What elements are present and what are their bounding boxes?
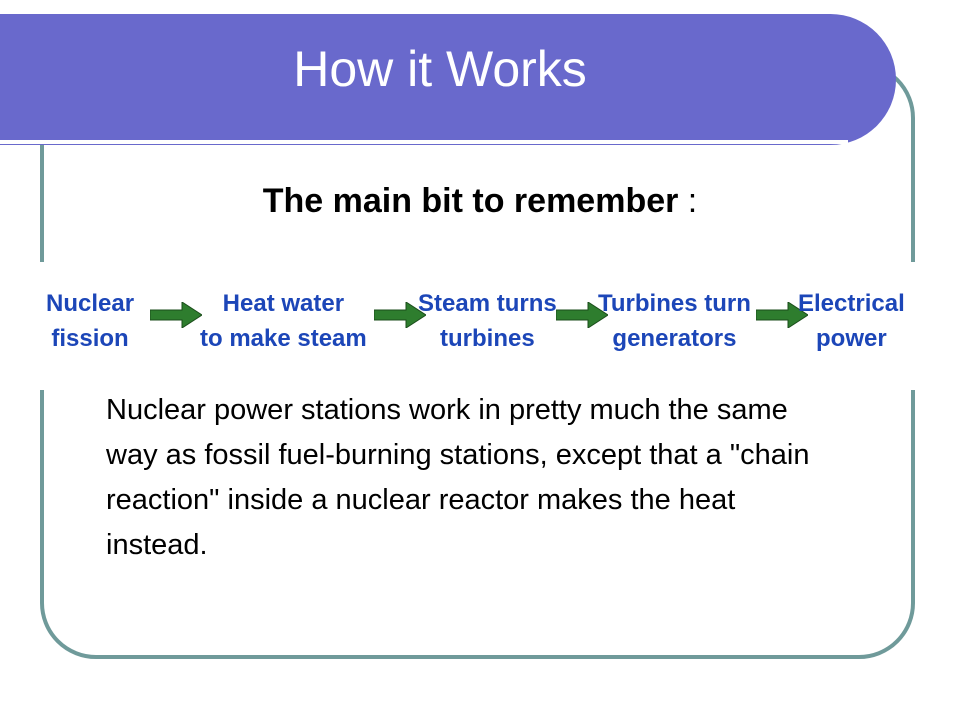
flow-step-line: Heat water xyxy=(222,290,345,317)
flow-step-electrical-power: Electrical power xyxy=(798,286,905,356)
right-arrow-icon xyxy=(756,302,808,328)
slide-subtitle: The main bit to remember : xyxy=(0,176,960,226)
title-bar xyxy=(0,14,896,145)
right-arrow-icon xyxy=(150,302,202,328)
flow-step-line: Electrical xyxy=(798,290,905,317)
subtitle-suffix: : xyxy=(678,182,698,220)
right-arrow-icon xyxy=(556,302,608,328)
flow-step-line: power xyxy=(816,325,887,352)
flow-step-turbines-turn: Turbines turn generators xyxy=(598,286,751,356)
flow-step-line: Steam turns xyxy=(418,290,557,317)
flow-step-line: turbines xyxy=(440,325,535,352)
process-flow: Nuclear fission Heat water to make steam… xyxy=(40,262,922,390)
flow-step-line: Nuclear xyxy=(46,290,135,317)
flow-step-line: fission xyxy=(51,325,129,352)
slide-title: How it Works xyxy=(293,41,587,97)
right-arrow-icon xyxy=(374,302,426,328)
flow-step-line: Turbines turn xyxy=(598,290,751,317)
flow-step-steam-turns: Steam turns turbines xyxy=(418,286,557,356)
flow-step-line: to make steam xyxy=(200,325,367,352)
title-underline xyxy=(0,140,848,144)
flow-step-heat-water: Heat water to make steam xyxy=(200,286,367,356)
body-paragraph: Nuclear power stations work in pretty mu… xyxy=(106,394,810,561)
flow-step-line: generators xyxy=(612,325,737,352)
flow-step-nuclear-fission: Nuclear fission xyxy=(46,286,134,356)
subtitle-bold: The main bit to remember xyxy=(262,182,679,220)
